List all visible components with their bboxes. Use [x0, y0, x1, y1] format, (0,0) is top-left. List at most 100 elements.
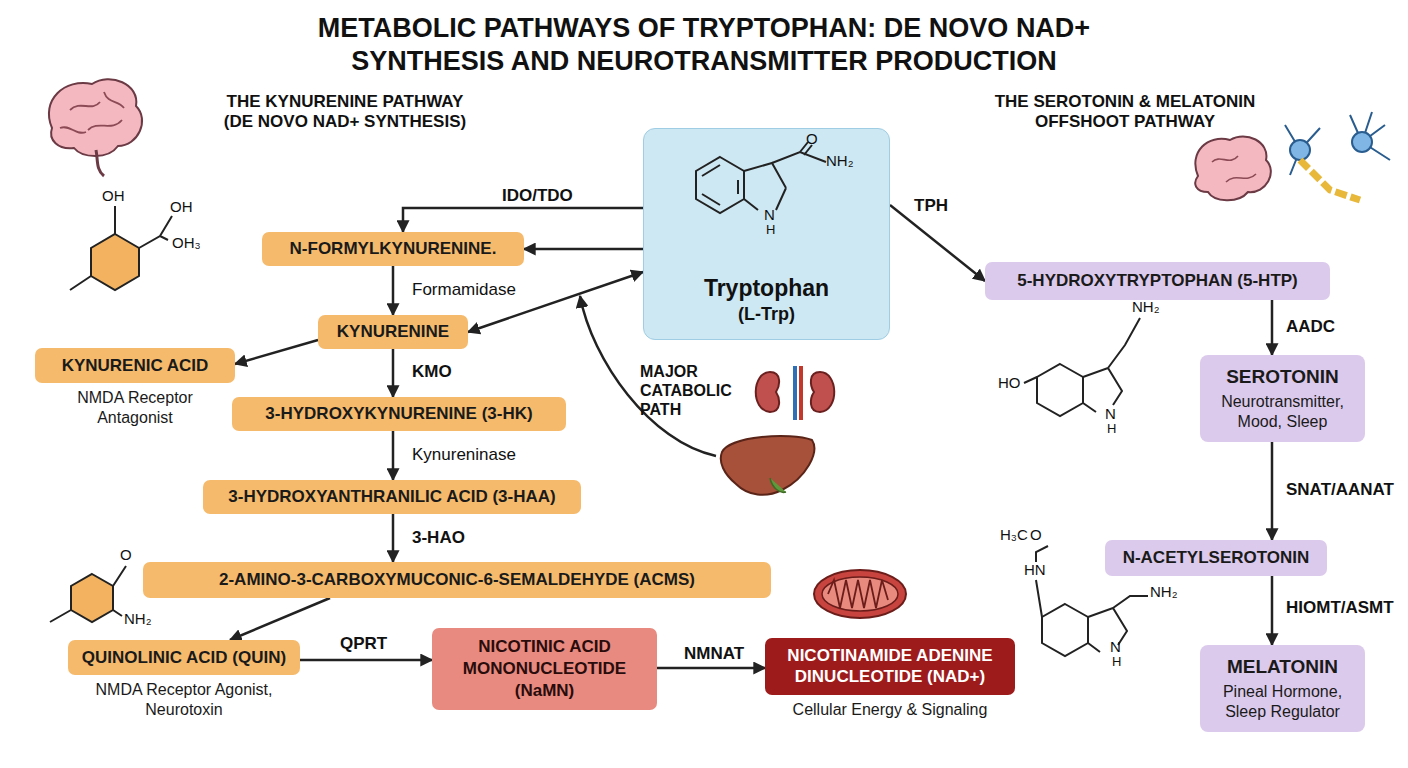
atom-label: H [1107, 421, 1116, 437]
atom-label: H₃C [1000, 526, 1028, 544]
pathway-node: KYNURENINE [318, 315, 468, 349]
atom-label: NH₂ [1132, 298, 1160, 316]
bonds [50, 566, 126, 622]
cristae [828, 580, 888, 608]
atom-label: NH₂ [826, 152, 854, 170]
mitochondrion-icon [814, 570, 906, 618]
kynurenic-structure [70, 206, 172, 290]
node-heading: SEROTONIN [1208, 365, 1357, 389]
axon [1300, 160, 1360, 200]
brain-outline [1195, 136, 1271, 200]
reaction-arrow [230, 598, 330, 640]
atom-label: O [120, 546, 132, 564]
serotonin-structure [1024, 318, 1140, 416]
node-label: N-FORMYLKYNURENINE. [290, 238, 497, 260]
pathway-node: N-FORMYLKYNURENINE. [262, 232, 524, 266]
brain-stem [96, 150, 104, 176]
node-label: 3-HYDROXYANTHRANILIC ACID (3-HAA) [228, 486, 555, 508]
reaction-arrow [1271, 576, 1274, 645]
atom-label: HO [998, 374, 1021, 392]
enzyme-label: Formamidase [410, 280, 518, 300]
atom-label: N [764, 206, 775, 224]
pathway-node: 5-HYDROXYTRYPTOPHAN (5-HTP) [985, 262, 1330, 300]
enzyme-label: 3-HAO [410, 528, 467, 548]
atom-label: OH [170, 198, 193, 216]
node-description: Neurotransmitter, Mood, Sleep [1208, 392, 1357, 432]
diagram-title: METABOLIC PATHWAYS OF TRYPTOPHAN: DE NOV… [154, 12, 1254, 78]
atom-label: NH₂ [1150, 583, 1178, 601]
pathway-node: KYNURENIC ACIDNMDA Receptor Antagonist [35, 348, 235, 428]
node-label: 3-HYDROXYKYNURENINE (3-HK) [265, 403, 532, 425]
atom-label: N [1110, 638, 1121, 656]
pathway-node: NICOTINIC ACID MONONUCLEOTIDE (NaMN) [432, 628, 657, 710]
enzyme-label: TPH [912, 196, 950, 216]
tryptophan-structure [696, 142, 826, 213]
quinolinic-structure [50, 566, 126, 622]
neuron-body [1352, 132, 1372, 152]
enzyme-label: SNAT/AANAT [1284, 480, 1396, 500]
node-label: 5-HYDROXYTRYPTOPHAN (5-HTP) [1017, 270, 1298, 292]
bonds [70, 206, 172, 290]
neuron-body [1290, 140, 1310, 160]
pyrrole-ring [744, 163, 786, 210]
enzyme-label: NMNAT [682, 644, 746, 664]
vessel [799, 366, 803, 420]
pathway-node: SEROTONIN Neurotransmitter, Mood, Sleep [1200, 355, 1365, 442]
melatonin-structure [1036, 546, 1148, 656]
carboxamide [772, 142, 826, 163]
atom-label: O [806, 130, 818, 148]
node-description: Pineal Hormone, Sleep Regulator [1208, 682, 1357, 722]
benzene-ring [696, 157, 744, 213]
bonds [1036, 546, 1148, 652]
atom-label: H [1112, 654, 1121, 670]
pathway-node: 3-HYDROXYKYNURENINE (3-HK) [232, 397, 566, 431]
enzyme-label: QPRT [338, 634, 389, 654]
kidney [811, 372, 834, 412]
double-bonds [702, 165, 738, 205]
pathway-node: MELATONIN Pineal Hormone, Sleep Regulator [1200, 645, 1365, 732]
reaction-arrow [403, 208, 643, 232]
node-heading: MELATONIN [1208, 655, 1357, 679]
reaction-arrow [890, 205, 985, 281]
pathway-node: 2-AMINO-3-CARBOXYMUCONIC-6-SEMALDEHYDE (… [143, 562, 771, 598]
pathway-node: N-ACETYLSEROTONIN [1105, 540, 1327, 576]
reaction-arrow [392, 431, 395, 480]
node-description: NMDA Receptor Agonist, Neurotoxin [68, 680, 300, 720]
node-heading: QUINOLINIC ACID (QUIN) [68, 640, 300, 675]
enzyme-label: Kynureninase [410, 445, 518, 465]
reaction-arrow [300, 659, 432, 662]
atom-label: OH [102, 187, 125, 205]
enzyme-label: IDO/TDO [500, 186, 575, 206]
mitochondrion-inner [822, 577, 898, 611]
benzene-ring [1037, 364, 1083, 416]
brain-icon [49, 79, 142, 176]
kidney [756, 372, 779, 412]
node-label: N-ACETYLSEROTONIN [1123, 547, 1310, 569]
atom-label: N [1105, 405, 1116, 423]
liver-icon [721, 436, 814, 495]
ring [71, 574, 113, 622]
reaction-arrow [392, 266, 395, 315]
kidney-icon [756, 366, 835, 420]
reaction-arrow [235, 340, 318, 364]
mitochondrion-outline [814, 570, 906, 618]
atom-label: H [766, 222, 775, 238]
node-description: NMDA Receptor Antagonist [35, 388, 235, 428]
vessel [793, 366, 797, 420]
reaction-arrow [657, 667, 765, 670]
pathway-node: QUINOLINIC ACID (QUIN) NMDA Receptor Agon… [68, 640, 300, 720]
pathway-node: NICOTINAMIDE ADENINE DINUCLEOTIDE (NAD+)… [765, 638, 1015, 720]
node-subtitle: (L-Trp) [738, 303, 795, 326]
ring [91, 234, 139, 290]
atom-label: OH₃ [172, 234, 201, 252]
reaction-arrow [1271, 300, 1274, 355]
reaction-arrow [392, 514, 395, 562]
brain-outline [49, 79, 142, 156]
brain-folds [1212, 156, 1256, 182]
enzyme-label: HIOMT/ASMT [1284, 598, 1396, 618]
node-label: NICOTINIC ACID MONONUCLEOTIDE (NaMN) [442, 636, 647, 702]
node-heading: NICOTINAMIDE ADENINE DINUCLEOTIDE (NAD+) [765, 638, 1015, 695]
atom-label: HN [1024, 561, 1046, 579]
section-heading: THE SEROTONIN & MELATONIN OFFSHOOT PATHW… [950, 92, 1300, 133]
